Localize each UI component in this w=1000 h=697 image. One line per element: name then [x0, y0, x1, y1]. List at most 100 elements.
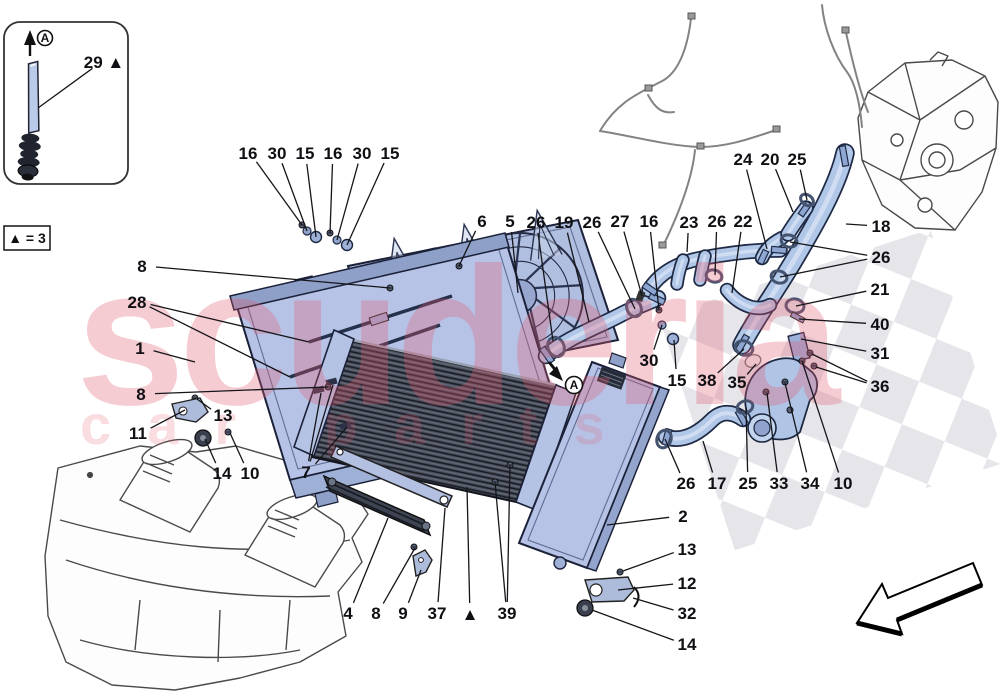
callout-label: 10 [834, 474, 853, 493]
callout-label: 24 [734, 150, 753, 169]
leader-line [653, 324, 663, 350]
leader-line [746, 363, 757, 375]
leader-line [229, 432, 245, 464]
callout-label: 35 [728, 373, 747, 392]
view-marker-label: A [570, 378, 579, 392]
leader-line [686, 232, 689, 253]
direction-arrow [855, 561, 984, 637]
leader-line [617, 583, 674, 591]
callout-label: 14 [678, 635, 697, 654]
callout-label: 15 [296, 144, 315, 163]
leader-line [154, 386, 329, 395]
small-hardware [191, 221, 818, 617]
callout-label: 26 [583, 213, 602, 232]
leader-line [255, 161, 303, 226]
leader-line [494, 481, 507, 603]
leader-line [306, 163, 317, 238]
leader-line [800, 338, 867, 352]
leader-line [150, 409, 186, 429]
leader-line [623, 231, 643, 297]
callout-label: 40 [871, 315, 890, 334]
inset-detail-box [3, 21, 129, 185]
leader-line [779, 258, 868, 278]
callout-label: 18 [872, 217, 891, 236]
leader-line [329, 163, 334, 234]
callout-label: 30 [353, 144, 372, 163]
view-marker-label: A [41, 31, 50, 45]
leader-line [745, 407, 749, 473]
leader-line [458, 230, 477, 267]
leader-line [597, 231, 636, 310]
callout-label: 26 [677, 474, 696, 493]
callout-label: 38 [698, 371, 717, 390]
callout-label: 16 [239, 144, 258, 163]
hose-clamp [655, 428, 673, 450]
leader-line [591, 609, 675, 641]
callout-label: 2 [678, 507, 687, 526]
hose-collar [838, 144, 850, 168]
callout-label: 17 [708, 474, 727, 493]
callout-label: 32 [678, 604, 697, 623]
callout-label: 9 [398, 604, 407, 623]
leader-line [798, 318, 867, 324]
callout-label: 19 [555, 213, 574, 232]
leader-line [673, 339, 677, 370]
hose-collar [641, 281, 659, 297]
leader-line [766, 392, 778, 473]
leader-line [382, 547, 416, 604]
vent-pipes-line-art [599, 4, 869, 249]
callout-label: 14 [213, 464, 232, 483]
leader-line [510, 231, 519, 294]
leader-line [204, 438, 217, 464]
leader-line [153, 350, 196, 363]
leader-line [649, 231, 660, 311]
leader-line [789, 241, 868, 256]
callout-label: ▲ [462, 605, 479, 624]
callout-label: 20 [761, 150, 780, 169]
leader-line [801, 360, 840, 473]
callout-label: 21 [871, 280, 890, 299]
leader-line [815, 366, 867, 384]
legend-box: ▲ = 3 [3, 225, 51, 251]
hose-collar [756, 248, 770, 266]
leader-line [352, 517, 389, 604]
leader-line [566, 232, 590, 323]
hose-17 [664, 411, 745, 441]
callout-label: 23 [680, 213, 699, 232]
cap [666, 332, 680, 346]
view-direction-arrow [547, 361, 563, 381]
leader-line [149, 306, 291, 378]
leader-line [37, 67, 93, 109]
leader-line [407, 569, 422, 604]
fan-spoke [529, 307, 543, 356]
callout-label: 4 [343, 604, 353, 623]
callout-label: 22 [734, 212, 753, 231]
callout-label: 28 [128, 293, 147, 312]
leader-line [745, 169, 768, 250]
callout-label: 29 ▲ [84, 53, 124, 72]
leader-line [466, 486, 471, 604]
callout-label: 8 [136, 385, 145, 404]
callout-label: 10 [241, 464, 260, 483]
grommet-hole [582, 605, 588, 611]
leader-line [336, 163, 359, 241]
callout-label: 31 [871, 344, 890, 363]
callout-label: 5 [505, 212, 514, 231]
hose-18 [739, 150, 848, 348]
hose-clamp [735, 399, 755, 415]
pipe-22 [725, 288, 772, 310]
callout-label: 25 [739, 474, 758, 493]
view-marker-circle [36, 29, 54, 47]
fan-spoke [533, 284, 583, 290]
bleed-tube-illustration [17, 60, 41, 181]
pipe-23-stub [675, 258, 685, 286]
leader-line [717, 348, 745, 374]
hose-collar [647, 292, 667, 306]
leader-line [799, 169, 808, 201]
leader-line [702, 440, 714, 473]
leader-line [784, 382, 808, 473]
fan-spoke [534, 297, 576, 329]
